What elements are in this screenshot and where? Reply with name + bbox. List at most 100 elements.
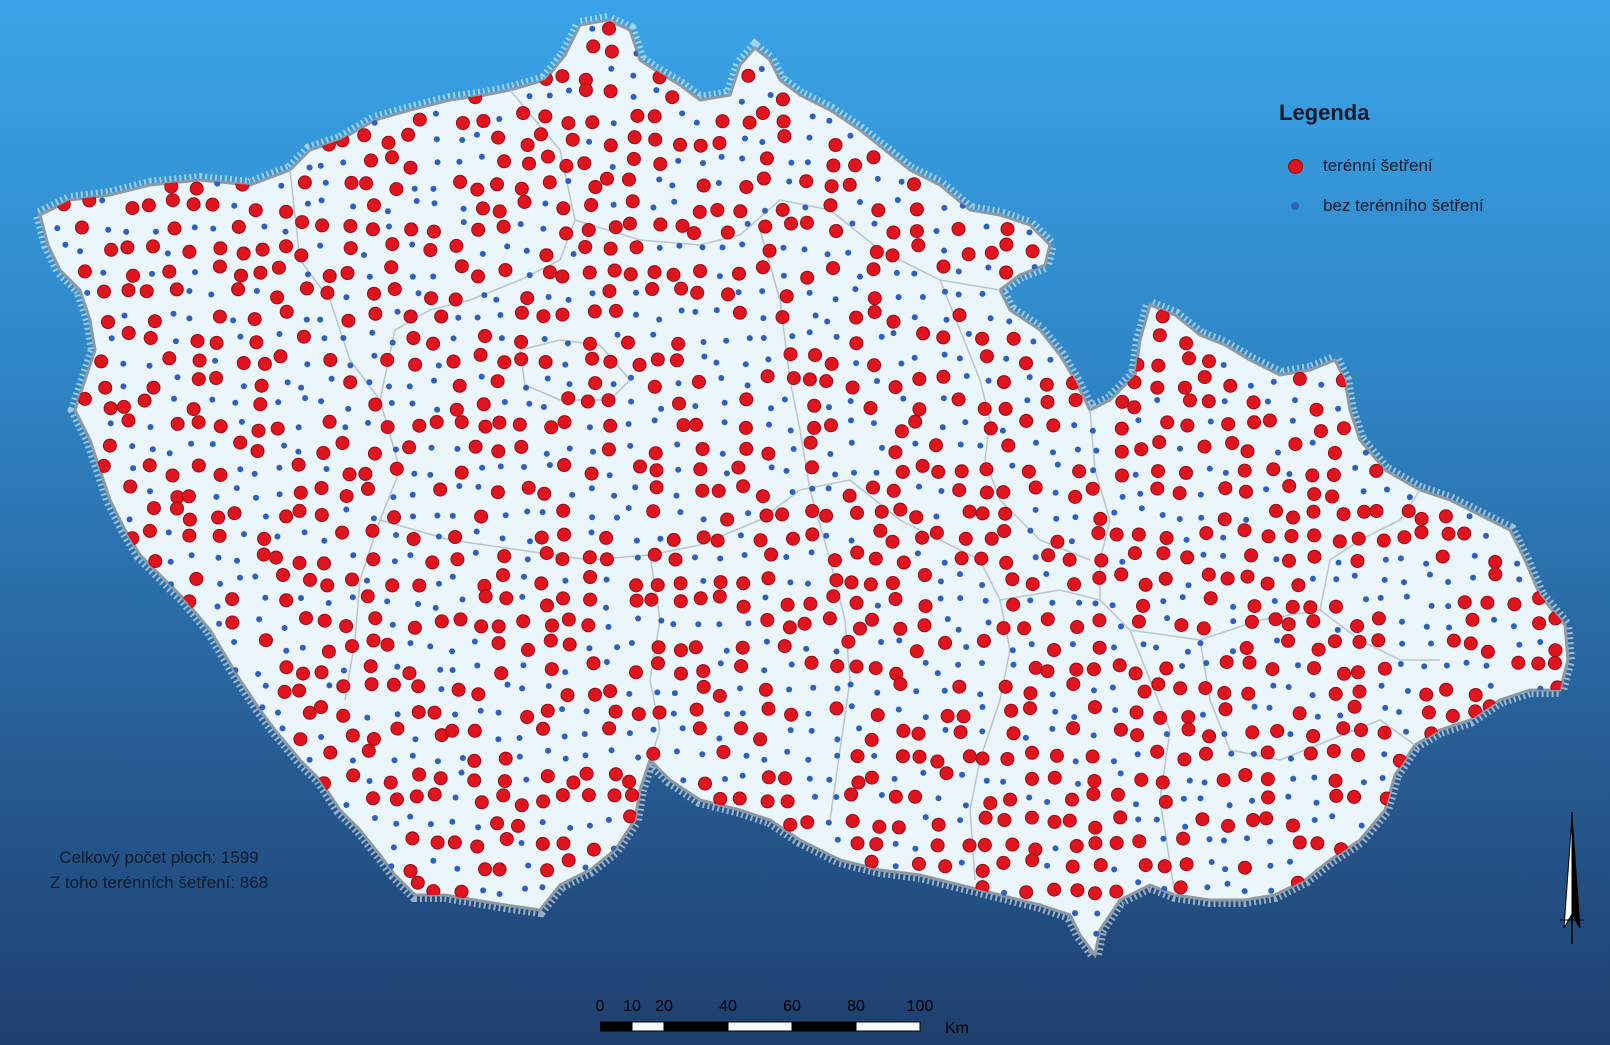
- field-survey-point: [886, 483, 901, 498]
- no-field-survey-point: [1164, 615, 1171, 622]
- no-field-survey-point: [477, 707, 484, 714]
- field-survey-point: [645, 282, 660, 296]
- no-field-survey-point: [1335, 405, 1342, 412]
- field-survey-point: [449, 238, 464, 253]
- no-field-survey-point: [566, 87, 572, 94]
- field-survey-point: [1216, 773, 1231, 788]
- no-field-survey-point: [449, 667, 456, 673]
- field-survey-point: [1306, 504, 1321, 519]
- no-field-survey-point: [656, 176, 663, 183]
- field-survey-point: [276, 568, 290, 582]
- field-survey-point: [455, 116, 470, 130]
- field-survey-point: [1151, 677, 1166, 692]
- no-field-survey-point: [1221, 398, 1228, 405]
- field-survey-point: [295, 215, 310, 230]
- no-field-survey-point: [230, 317, 237, 324]
- field-survey-point: [649, 463, 664, 478]
- no-field-survey-point: [1363, 596, 1369, 603]
- no-field-survey-point: [460, 205, 467, 212]
- field-survey-point: [976, 633, 991, 648]
- field-survey-point: [674, 666, 688, 681]
- field-survey-point: [147, 314, 162, 329]
- no-field-survey-point: [415, 601, 421, 607]
- no-field-survey-point: [217, 580, 224, 587]
- field-survey-point: [366, 552, 381, 567]
- legend-label-no-field-survey: bez terénního šetření: [1323, 196, 1484, 215]
- field-survey-point: [954, 464, 969, 479]
- no-field-survey-point: [449, 818, 456, 825]
- field-survey-point: [277, 684, 292, 699]
- field-survey-point: [979, 485, 994, 500]
- field-survey-point: [520, 138, 535, 152]
- field-survey-point: [1109, 527, 1124, 542]
- field-survey-point: [909, 510, 924, 525]
- no-field-survey-point: [120, 383, 127, 390]
- no-field-survey-point: [299, 644, 306, 651]
- field-survey-point: [1129, 705, 1144, 720]
- no-field-survey-point: [999, 427, 1006, 434]
- no-field-survey-point: [1224, 880, 1231, 887]
- no-field-survey-point: [427, 471, 434, 478]
- no-field-survey-point: [147, 488, 153, 495]
- field-survey-point: [314, 665, 329, 680]
- no-field-survey-point: [1249, 797, 1256, 804]
- field-survey-point: [1397, 530, 1412, 545]
- no-field-survey-point: [823, 532, 830, 539]
- no-field-survey-point: [742, 361, 749, 368]
- field-survey-point: [490, 177, 504, 192]
- no-field-survey-point: [366, 379, 373, 386]
- field-survey-point: [845, 814, 860, 828]
- no-field-survey-point: [1360, 779, 1367, 786]
- region-border: [759, 229, 851, 821]
- no-field-survey-point: [784, 748, 791, 755]
- field-survey-point: [755, 260, 770, 275]
- no-field-survey-point: [498, 335, 505, 342]
- no-field-survey-point: [214, 603, 221, 610]
- field-survey-point: [401, 127, 416, 142]
- no-field-survey-point: [326, 682, 333, 689]
- field-survey-point: [651, 640, 666, 655]
- field-survey-point: [829, 701, 844, 716]
- field-survey-point: [544, 662, 559, 677]
- no-field-survey-point: [170, 310, 177, 317]
- field-survey-point: [491, 619, 506, 634]
- field-survey-point: [666, 532, 681, 547]
- no-field-survey-point: [802, 204, 809, 211]
- field-survey-point: [936, 259, 951, 274]
- no-field-survey-point: [979, 660, 985, 666]
- no-field-survey-point: [1287, 731, 1294, 738]
- no-field-survey-point: [1186, 777, 1193, 784]
- field-survey-point: [863, 577, 878, 592]
- no-field-survey-point: [1289, 417, 1296, 424]
- no-field-survey-point: [386, 383, 392, 390]
- field-survey-point: [1223, 378, 1238, 393]
- field-survey-point: [867, 305, 882, 319]
- no-field-survey-point: [1382, 556, 1389, 563]
- no-field-survey-point: [1044, 862, 1051, 869]
- no-field-survey-point: [890, 330, 897, 337]
- field-survey-point: [1307, 661, 1321, 676]
- field-survey-point: [409, 789, 424, 804]
- no-field-survey-point: [1072, 514, 1079, 521]
- field-survey-point: [797, 616, 812, 631]
- field-survey-point: [674, 281, 689, 296]
- field-survey-point: [977, 401, 992, 416]
- no-field-survey-point: [394, 308, 401, 315]
- field-survey-point: [1237, 463, 1252, 478]
- field-survey-point: [555, 269, 570, 284]
- field-survey-point: [647, 379, 662, 394]
- field-survey-point: [1112, 658, 1127, 673]
- field-survey-point: [514, 334, 529, 349]
- field-survey-point: [1282, 553, 1296, 568]
- field-survey-point: [738, 420, 753, 435]
- no-field-survey-point: [650, 331, 657, 338]
- no-field-survey-point: [1177, 445, 1183, 452]
- field-survey-point: [1201, 394, 1216, 409]
- no-field-survey-point: [1362, 449, 1369, 456]
- field-survey-point: [954, 551, 969, 566]
- no-field-survey-point: [590, 448, 596, 455]
- no-field-survey-point: [343, 294, 350, 301]
- field-survey-point: [753, 732, 768, 747]
- no-field-survey-point: [1206, 465, 1213, 472]
